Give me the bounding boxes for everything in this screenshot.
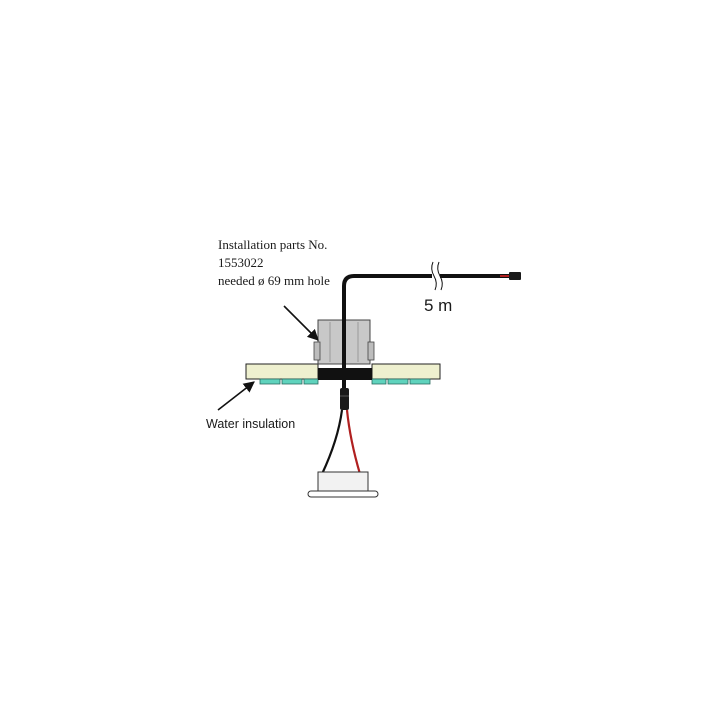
break-mark-icon [437,261,443,291]
board-right [371,363,441,380]
cable-length-label: 5 m [424,296,453,315]
parts-note-line1: Installation parts No. [218,237,328,252]
lamp-body [317,471,369,493]
arrow-icon [217,381,255,411]
arrow-icon [283,305,319,341]
parts-note-line2: 1553022 [218,255,264,270]
connector-body [340,388,349,410]
housing-flange-left [313,341,321,361]
connector-end [509,272,521,280]
parts-note-line3: needed ø 69 mm hole [218,273,330,288]
break-mark-icon [431,261,437,291]
lamp-bezel [307,490,379,498]
wire-red [345,409,362,475]
board-left [245,363,319,380]
inline-connector [340,388,349,410]
lamp-wires [321,409,362,475]
ceiling-board [245,363,441,380]
lamp-unit [307,471,379,498]
installation-parts-note: Installation parts No. 1553022 needed ø … [218,236,330,290]
main-cable [342,261,521,392]
insulation-segment [371,378,387,385]
insulation-segment [387,378,409,385]
cable-path [342,274,432,392]
insulation-segment [303,378,319,385]
water-insulation-strips [259,378,431,385]
insulation-segment [259,378,281,385]
insulation-segment [281,378,303,385]
water-insulation-label: Water insulation [206,417,296,431]
wire-black [321,409,344,475]
housing-flange-right [367,341,375,361]
insulation-segment [409,378,431,385]
